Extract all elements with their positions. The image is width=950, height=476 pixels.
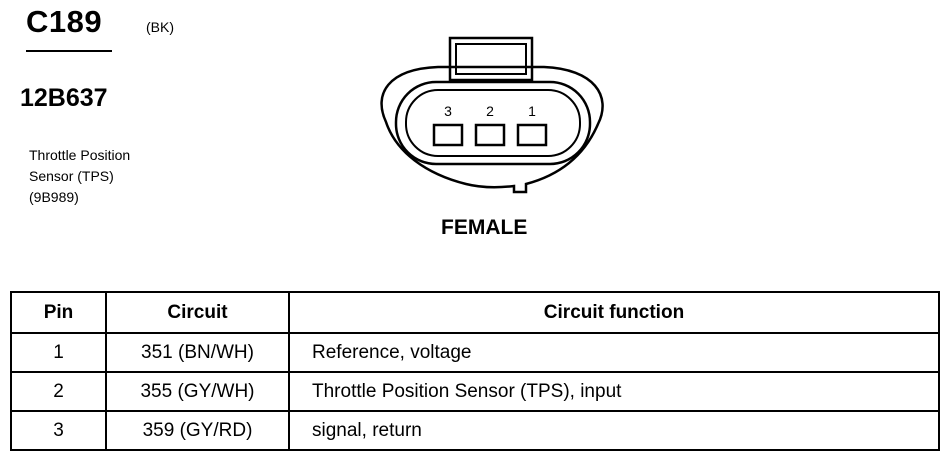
cell-circuit: 359 (GY/RD) [105, 410, 290, 451]
header-pin: Pin [10, 291, 107, 334]
table-row: 2 355 (GY/WH) Throttle Position Sensor (… [10, 371, 940, 412]
cell-pin: 1 [10, 332, 107, 373]
cell-circuit: 355 (GY/WH) [105, 371, 290, 412]
header-circuit-function: Circuit function [288, 291, 940, 334]
latch-tab [448, 36, 534, 82]
connector-id: C189 [26, 4, 103, 39]
cell-function: Reference, voltage [288, 332, 940, 373]
cell-pin: 3 [10, 410, 107, 451]
latch-tab-inner [455, 43, 527, 75]
header-circuit: Circuit [105, 291, 290, 334]
cell-function: Throttle Position Sensor (TPS), input [288, 371, 940, 412]
component-description: Throttle Position Sensor (TPS) (9B989) [29, 145, 130, 208]
connector-color-code: (BK) [146, 19, 174, 35]
description-line: (9B989) [29, 189, 79, 205]
table-row: 1 351 (BN/WH) Reference, voltage [10, 332, 940, 373]
cell-circuit: 351 (BN/WH) [105, 332, 290, 373]
pin-terminal [474, 123, 506, 147]
cell-function: signal, return [288, 410, 940, 451]
pin-number-label: 1 [528, 103, 536, 119]
description-line: Throttle Position [29, 147, 131, 163]
table-header-row: Pin Circuit Circuit function [10, 291, 940, 334]
pin-table: Pin Circuit Circuit function 1 351 (BN/W… [10, 291, 940, 451]
description-line: Sensor (TPS) [29, 168, 114, 184]
table-row: 3 359 (GY/RD) signal, return [10, 410, 940, 451]
connector-face-diagram: 3 2 1 [380, 36, 604, 194]
pin-terminal [516, 123, 548, 147]
cell-pin: 2 [10, 371, 107, 412]
connector-cavity-inner [405, 89, 581, 157]
connector-id-underline [26, 50, 112, 52]
pin-number-label: 2 [486, 103, 494, 119]
connector-cavity [394, 80, 592, 166]
part-number: 12B637 [20, 84, 108, 112]
connector-gender: FEMALE [441, 216, 528, 239]
pin-number-label: 3 [444, 103, 452, 119]
connector-housing [380, 65, 604, 194]
pin-terminal [432, 123, 464, 147]
